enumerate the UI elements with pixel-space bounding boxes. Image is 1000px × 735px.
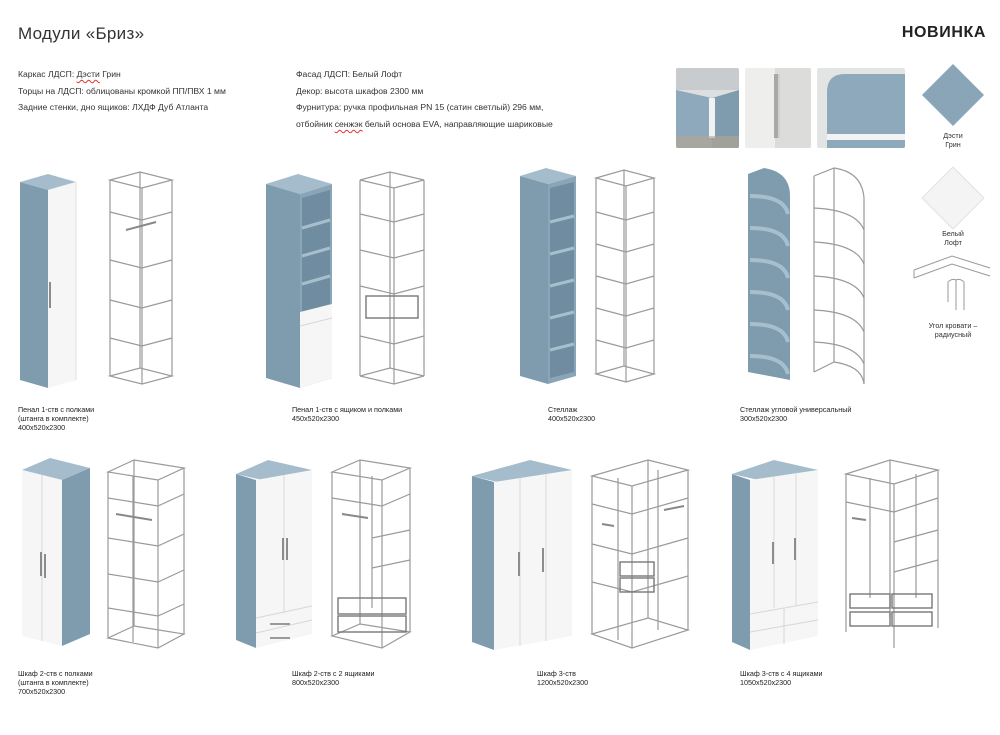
spec-carcass-suffix: Грин	[99, 69, 121, 79]
product-3-render	[518, 166, 580, 388]
product-7-name: Шкаф 3-ств	[537, 669, 576, 678]
product-1-render	[18, 172, 80, 390]
product-7-frame	[588, 458, 692, 654]
spec-hardware: Фурнитура: ручка профильная PN 15 (сатин…	[296, 102, 544, 112]
photo-profile-handle	[745, 68, 811, 148]
product-1-size: 400х520х2300	[18, 423, 66, 432]
product-1-name: Пенал 1-ств с полками (штанга в комплект…	[18, 405, 95, 423]
product-5-render	[20, 456, 94, 650]
product-6-size: 800х520х2300	[292, 678, 340, 687]
new-badge: НОВИНКА	[901, 24, 986, 41]
spec-hardware-suffix: белый основа EVA, направляющие шариковые	[362, 119, 553, 129]
product-3-size: 400х520х2300	[548, 414, 596, 423]
product-4-name: Стеллаж угловой универсальный	[740, 405, 852, 414]
product-8-size: 1050х520х2300	[740, 678, 792, 687]
product-8-render	[730, 458, 822, 654]
product-2-frame	[356, 170, 428, 392]
spec-hardware-cont: отбойник сенжэк белый основа EVA, направ…	[296, 120, 553, 129]
spec-edges: Торцы на ЛДСП: облицованы кромкой ПП/ПВХ…	[18, 86, 226, 96]
spec-carcass: Каркас ЛДСП: Дэсти Грин	[18, 70, 121, 79]
product-7-size: 1200х520х2300	[537, 678, 589, 687]
product-4-size: 300х520х2300	[740, 414, 788, 423]
spec-back-panels: Задние стенки, дно ящиков: ЛХДФ Дуб Атла…	[18, 102, 209, 112]
swatch-dusty-green-label: Дэсти Грин	[943, 131, 963, 149]
product-5-size: 700х520х2300	[18, 687, 66, 696]
swatch-white-loft-label: Белый Лофт	[942, 229, 964, 247]
swatch-white-loft-tile	[921, 166, 985, 230]
swatch-bed-corner-label: Угол кровати – радиусный	[928, 321, 978, 339]
spec-hardware-prefix: отбойник	[296, 119, 335, 129]
product-2-size: 450х520х2300	[292, 414, 340, 423]
product-2-name: Пенал 1-ств с ящиком и полками	[292, 405, 403, 414]
product-4-frame	[810, 166, 870, 390]
product-6-name: Шкаф 2-ств с 2 ящиками	[292, 669, 375, 678]
product-8-frame	[842, 458, 942, 654]
swatch-white-loft	[920, 165, 986, 236]
product-5-frame	[104, 458, 188, 652]
spec-facade: Фасад ЛДСП: Белый Лофт	[296, 69, 403, 79]
photo-corner-bumper	[676, 68, 739, 148]
product-1-frame	[106, 170, 176, 392]
product-5-name: Шкаф 2-ств с полками (штанга в комплекте…	[18, 669, 93, 687]
product-8-name: Шкаф 3-ств с 4 ящиками	[740, 669, 823, 678]
photo-radius-corner	[817, 68, 905, 148]
swatch-dusty-green	[920, 62, 986, 133]
product-7-render	[470, 458, 576, 654]
product-6-render	[234, 458, 316, 652]
spec-carcass-color: Дэсти	[76, 69, 100, 79]
product-2-render	[262, 172, 336, 392]
product-3-name: Стеллаж	[548, 405, 578, 414]
product-3-frame	[592, 168, 658, 390]
spec-decor: Декор: высота шкафов 2300 мм	[296, 86, 424, 96]
swatch-dusty-green-tile	[922, 64, 984, 126]
product-4-render	[744, 166, 794, 388]
page-title: Модули «Бриз»	[18, 24, 145, 43]
product-6-frame	[328, 458, 414, 652]
spec-bumper: сенжэк	[334, 119, 363, 129]
spec-carcass-prefix: Каркас ЛДСП:	[18, 69, 77, 79]
bed-corner-drawing	[912, 252, 992, 321]
